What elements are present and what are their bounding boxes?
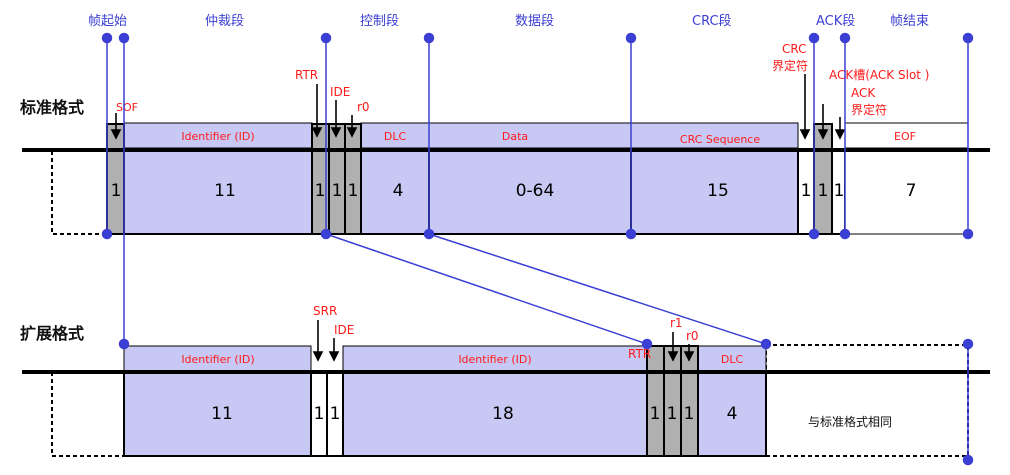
std-bits-r0: 1 [348, 181, 359, 201]
std-header-data [428, 122, 632, 149]
std-crc-delim-label-1: CRC [782, 42, 807, 56]
std-bits-ack-slot: 1 [818, 181, 829, 201]
std-crc-delim-label-2: 界定符 [772, 58, 808, 73]
ext-bits-r0: 1 [684, 404, 695, 424]
ext-r0-label: r0 [686, 329, 699, 343]
label-ack: ACK段 [816, 14, 855, 29]
label-frame-start: 帧起始 [88, 14, 127, 29]
extended-same-box [765, 344, 969, 457]
segment-boundaries [101, 32, 974, 466]
ext-header-id1 [123, 345, 312, 372]
std-dlc-label: DLC [384, 130, 407, 143]
ext-dlc-label: DLC [721, 353, 744, 366]
std-ack-delim-label-2: 界定符 [851, 102, 887, 117]
extended-idle-left [51, 371, 125, 457]
label-data: 数据段 [515, 14, 554, 29]
std-bits-id: 11 [214, 181, 236, 201]
segment-labels: 帧起始 仲裁段 控制段 数据段 CRC段 ACK段 帧结束 [88, 13, 929, 29]
standard-format-title: 标准格式 [19, 98, 84, 117]
std-bits-sof: 1 [111, 181, 122, 201]
label-frame-end: 帧结束 [890, 14, 929, 29]
label-arbitration: 仲裁段 [205, 13, 244, 29]
std-crc-seq-label: CRC Sequence [680, 133, 760, 146]
std-id-cell [123, 149, 313, 235]
std-header-dlc [360, 122, 430, 149]
std-r0-cell [344, 123, 362, 235]
std-rtr-label: RTR [295, 68, 318, 82]
std-eof-label: EOF [894, 130, 916, 143]
ext-bits-r1: 1 [667, 404, 678, 424]
ext-identifier-label-1: Identifier (ID) [181, 353, 254, 366]
ext-bits-ide: 1 [330, 404, 341, 424]
ext-rtr-label: RTR [628, 347, 651, 361]
ext-identifier-label-2: Identifier (ID) [458, 353, 531, 366]
ext-ide-label: IDE [334, 323, 354, 337]
std-ide-label: IDE [330, 85, 350, 99]
ext-bits-id2: 18 [492, 404, 514, 424]
std-r0-label: r0 [357, 100, 370, 114]
ext-srr-label: SRR [313, 304, 337, 318]
std-bits-dlc: 4 [393, 181, 404, 201]
std-bits-ack-delim: 1 [834, 181, 845, 201]
ext-r0-cell [680, 345, 699, 457]
std-bits-eof: 7 [906, 181, 917, 201]
ext-r1-label: r1 [670, 316, 683, 330]
ext-header-id2 [342, 345, 648, 372]
ext-header-dlc [697, 345, 767, 372]
extended-format-title: 扩展格式 [20, 324, 84, 343]
std-data-label: Data [502, 130, 528, 143]
ext-rtr-cell [646, 345, 665, 457]
ext-bits-id1: 11 [211, 404, 233, 424]
label-crc: CRC段 [692, 14, 732, 29]
std-ack-delim-label-1: ACK [851, 86, 876, 100]
standard-arrows [110, 74, 846, 140]
std-bits-ide: 1 [332, 181, 343, 201]
ext-id1-cell [123, 371, 312, 457]
standard-idle-left [51, 149, 108, 235]
std-bits-crc-delim: 1 [801, 181, 812, 201]
std-bits-rtr: 1 [315, 181, 326, 201]
same-as-standard-note: 与标准格式相同 [808, 414, 892, 429]
extended-arrows [312, 320, 695, 362]
std-bits-data: 0-64 [516, 181, 555, 201]
std-ack-slot-cell [813, 123, 833, 235]
ext-r1-cell [663, 345, 682, 457]
std-ide-cell [328, 123, 346, 235]
ext-bits-srr: 1 [314, 404, 325, 424]
std-ack-slot-label: ACK槽(ACK Slot ) [829, 68, 929, 82]
std-dlc-cell [360, 149, 430, 235]
ext-bits-rtr: 1 [650, 404, 661, 424]
label-control: 控制段 [360, 14, 399, 29]
std-sof-cell [106, 123, 125, 235]
std-header-id [123, 122, 313, 149]
ext-bits-dlc: 4 [727, 404, 738, 424]
std-bits-crc: 15 [707, 181, 729, 201]
ext-id2-cell [342, 371, 648, 457]
std-sof-label: SOF [116, 101, 138, 114]
std-identifier-label: Identifier (ID) [181, 130, 254, 143]
